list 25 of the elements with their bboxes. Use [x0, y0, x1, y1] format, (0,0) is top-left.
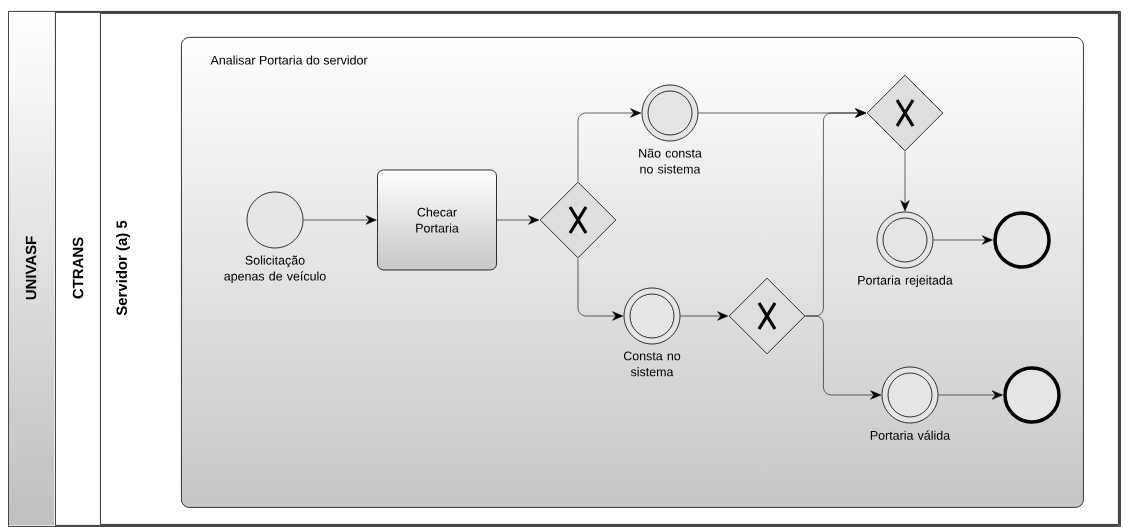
- start-event: Solicitação apenas de veículo: [224, 191, 326, 284]
- node-label: Portaria rejeitada: [858, 275, 953, 288]
- arrow: [680, 311, 729, 321]
- gateway-diamond: [866, 74, 944, 152]
- intermediate-event: Portaria rejeitada: [858, 211, 953, 288]
- arrow: [303, 215, 377, 225]
- intermediate-event: Consta no sistema: [623, 287, 681, 377]
- intermediate-event: Portaria válida: [870, 366, 951, 440]
- arrow: [900, 151, 910, 212]
- node-label: Portaria válida: [870, 430, 951, 440]
- end-event: [993, 211, 1051, 269]
- arrow: [938, 390, 1003, 400]
- gateway-diamond: [539, 181, 617, 259]
- arrow: [577, 108, 642, 182]
- arrow: [496, 215, 540, 225]
- node-label: Não consta no sistema: [639, 148, 702, 174]
- gateway-diamond: [728, 277, 806, 355]
- arrow: [933, 235, 993, 245]
- end-event: [1003, 366, 1061, 424]
- node-label: Consta no sistema: [623, 351, 681, 377]
- arrow: [577, 258, 624, 321]
- task-box: Checar Portaria: [377, 169, 497, 271]
- node-label: Solicitação apenas de veículo: [224, 255, 326, 284]
- intermediate-event: Não consta no sistema: [639, 84, 702, 174]
- arrow: [805, 315, 882, 400]
